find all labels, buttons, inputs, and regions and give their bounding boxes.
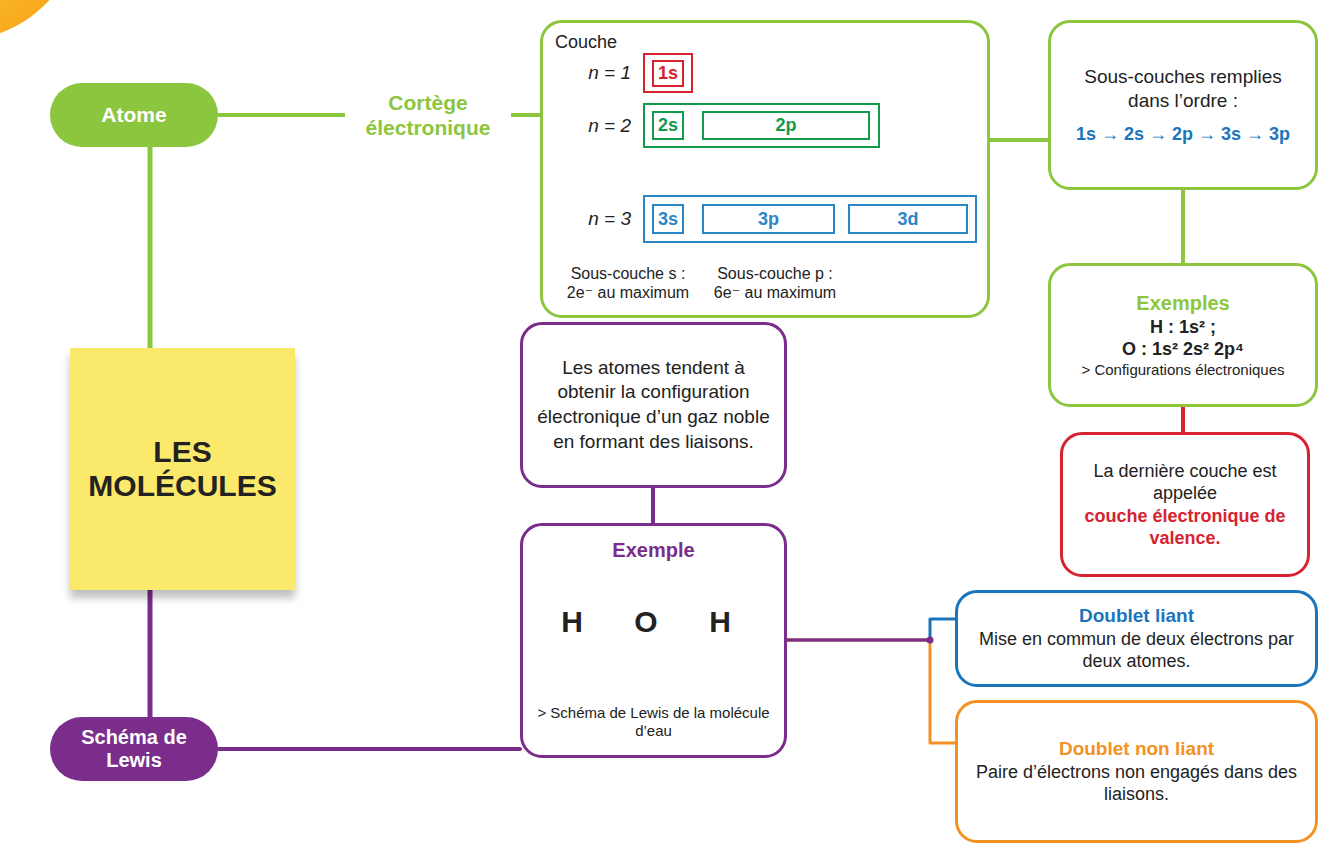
connector-line [1181, 190, 1185, 263]
subshell-box: 3d [848, 204, 968, 234]
subshell-note: Sous-couche s : 2e⁻ au maximum [558, 264, 698, 302]
subshell-note: Sous-couche p : 6e⁻ au maximum [705, 264, 845, 302]
node-heading: 2p [775, 114, 796, 137]
atom-symbol: O [631, 604, 661, 640]
connector-line [787, 640, 955, 743]
definition-box: La dernière couche est appeléecouche éle… [1060, 432, 1310, 577]
node-heading: Couche [555, 31, 617, 54]
atom-symbol: H [557, 604, 587, 640]
branch-trunk [787, 639, 930, 642]
node-text: > Configurations électroniques [1081, 361, 1284, 380]
atom-symbol: H [705, 604, 735, 640]
shell-frame: n = 22s2p [643, 103, 880, 148]
node-heading: 2s [658, 114, 678, 137]
node-heading: n = 1 [588, 61, 631, 85]
node-heading: 3p [758, 208, 779, 231]
topic-pill: Atome [50, 83, 218, 147]
node-text: > Schéma de Lewis de la molécule d’eau [535, 704, 772, 742]
subshell-box: 3s [652, 204, 684, 234]
node-text: O : 1s² 2s² 2p⁴ [1122, 338, 1244, 361]
definition-box: Doublet non liantPaire d’électrons non e… [955, 700, 1318, 843]
title-note: LES MOLÉCULES [70, 348, 295, 590]
node-heading: Atome [101, 102, 166, 128]
subshell-box: 2s [652, 111, 684, 140]
node-heading: 1s [658, 62, 678, 85]
info-box: Les atomes tendent à obtenir la configur… [520, 322, 787, 488]
sun-corner [0, 0, 80, 40]
definition-box: Doublet liantMise en commun de deux élec… [955, 590, 1318, 687]
node-heading: Doublet non liant [1059, 737, 1214, 761]
shell-frame: n = 11s [643, 53, 693, 93]
connector-line [651, 488, 655, 523]
edge-label: Cortège électronique [345, 88, 511, 142]
shell-frame: n = 33s3p3d [643, 195, 977, 243]
node-text: 1s → 2s → 2p → 3s → 3p [1076, 123, 1290, 146]
node-heading: LES MOLÉCULES [80, 435, 285, 504]
connector-line [148, 590, 153, 717]
node-heading: Sous-couches remplies dans l’ordre : [1063, 65, 1303, 113]
info-box: Sous-couches remplies dans l’ordre : 1s →… [1048, 20, 1318, 190]
subshell-box: 1s [652, 60, 684, 87]
connector-line [148, 147, 153, 348]
node-heading: n = 3 [588, 207, 631, 231]
node-text: Paire d’électrons non engagés dans des l… [970, 761, 1303, 806]
example-box: ExemplesH : 1s² ;O : 1s² 2s² 2p⁴> Config… [1048, 263, 1318, 407]
node-heading: Exemples [1136, 291, 1229, 316]
node-text: Mise en commun de deux électrons par deu… [970, 628, 1303, 673]
node-heading: Les atomes tendent à obtenir la configur… [535, 356, 772, 455]
node-heading: La dernière couche est appelée [1073, 460, 1297, 505]
node-heading: n = 2 [588, 114, 631, 138]
example-box: Exemple > Schéma de Lewis de la molécule … [520, 523, 787, 758]
node-heading: Exemple [612, 538, 694, 563]
node-heading: Doublet liant [1079, 604, 1194, 628]
subshell-box: 3p [702, 204, 835, 234]
connector-line [1181, 407, 1185, 432]
node-text: couche électronique de valence. [1073, 505, 1297, 550]
topic-pill: Schéma de Lewis [50, 717, 218, 781]
node-heading: 3s [658, 208, 678, 231]
subshell-box: 2p [702, 111, 870, 140]
branch-dot [927, 637, 934, 644]
node-text: H : 1s² ; [1150, 316, 1216, 339]
connector-line [990, 138, 1048, 142]
node-heading: Schéma de Lewis [66, 726, 202, 772]
node-heading: 3d [897, 208, 918, 231]
connector-line [218, 747, 520, 751]
